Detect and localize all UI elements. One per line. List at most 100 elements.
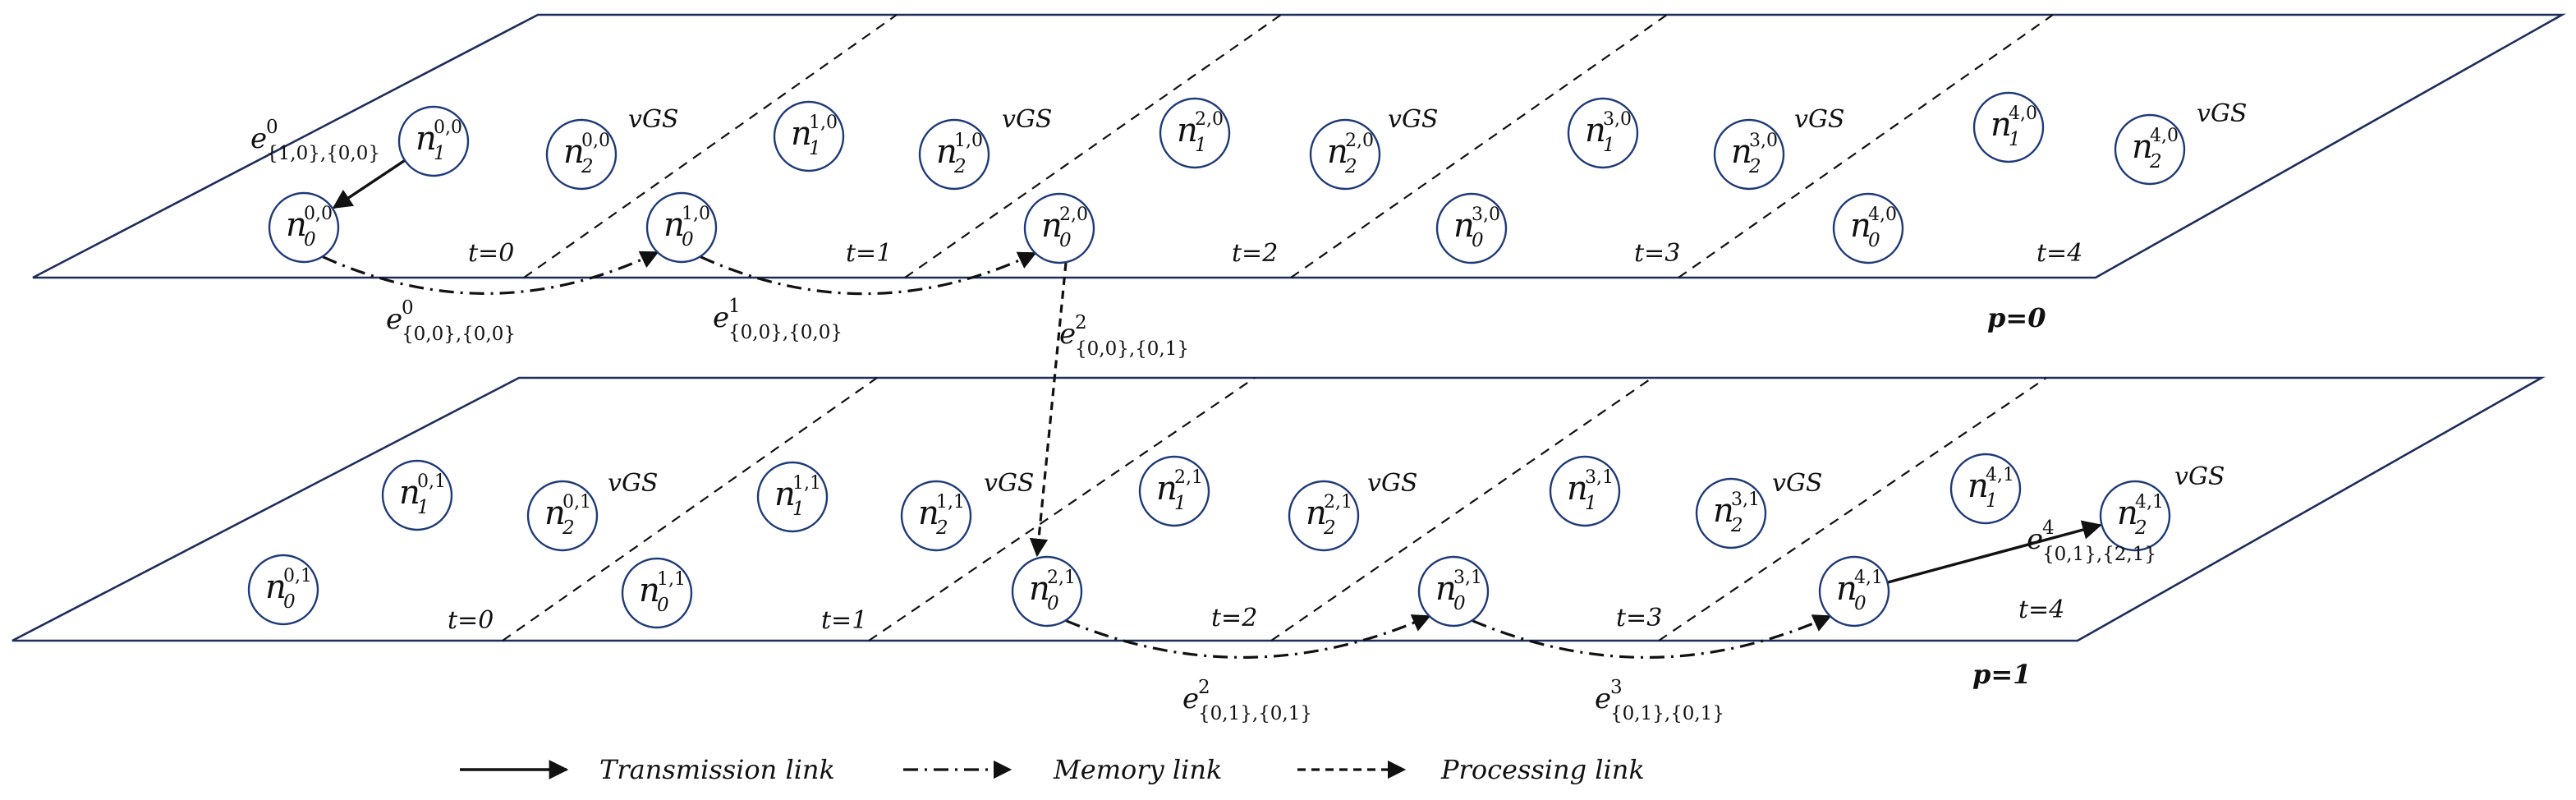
time-slot-label: t=4 (2036, 239, 2082, 268)
edge-label: e3{0,1},{0,1} (1595, 677, 1724, 724)
plane-outline (32, 13, 2566, 279)
node-variable: n (1567, 470, 1588, 508)
node-subscript: 1 (792, 499, 805, 520)
graph-node: n11,0 (773, 100, 845, 172)
node-variable: n (416, 120, 437, 158)
legend-item-memory: Memory link (903, 754, 1222, 785)
node-subscript: 0 (682, 229, 694, 251)
graph-node: n02,1 (1011, 555, 1083, 628)
node-superscript: 2,0 (1059, 205, 1088, 225)
node-subscript: 1 (1603, 135, 1615, 156)
node-superscript: 3,1 (1585, 467, 1614, 488)
node-circle (1695, 477, 1767, 549)
node-circle (2099, 480, 2171, 552)
edge-variable: e (386, 303, 402, 336)
processing-link (1029, 262, 1068, 558)
node-superscript: 0,1 (283, 566, 312, 586)
node-superscript: 0,1 (562, 492, 591, 513)
edge-variable: e (1059, 318, 1076, 351)
node-superscript: 3,0 (1749, 131, 1778, 151)
memory-link (1472, 614, 1832, 659)
node-superscript: 4,1 (1986, 465, 2014, 485)
node-superscript: 4,1 (1854, 568, 1883, 588)
edge-subscript: {0,0},{0,0} (728, 322, 843, 343)
graph-node: n23,1 (1695, 477, 1767, 549)
plane-outline (11, 376, 2546, 642)
transmission-link (332, 159, 406, 209)
graph-node: n20,1 (526, 480, 599, 552)
node-superscript: 3,0 (1603, 109, 1632, 130)
node-variable: n (1731, 133, 1752, 171)
vgs-label: vGS (1367, 469, 1417, 498)
node-subscript: 2 (1748, 156, 1761, 177)
vgs-label: vGS (608, 469, 658, 498)
node-superscript: 2,0 (1195, 109, 1224, 130)
time-slot-divider (1658, 377, 2047, 641)
graph-node: n13,0 (1567, 97, 1639, 169)
node-subscript: 2 (2149, 151, 2162, 172)
node-circle (381, 459, 453, 531)
edge-superscript: 2 (1198, 677, 1210, 698)
node-variable: n (1836, 570, 1857, 608)
node-variable: n (2132, 128, 2153, 166)
time-slot-label: t=4 (2018, 595, 2064, 624)
node-circle (1159, 97, 1231, 169)
edge-variable: e (1182, 683, 1199, 715)
node-circle (1972, 91, 2045, 163)
time-slot-label: t=0 (448, 606, 494, 635)
time-slot-divider (1270, 377, 1653, 641)
node-subscript: 1 (1986, 490, 1998, 512)
node-circle (918, 118, 990, 191)
node-subscript: 1 (1195, 135, 1207, 156)
node-variable: n (1156, 470, 1178, 508)
node-circle (645, 191, 718, 264)
node-variable: n (1029, 570, 1050, 608)
time-slot-label: t=0 (468, 239, 514, 268)
node-circle (756, 461, 829, 533)
edge-label: e2{0,0},{0,1} (1059, 312, 1189, 360)
edge-label: e0{0,0},{0,0} (386, 297, 516, 345)
node-subscript: 0 (304, 229, 316, 251)
node-superscript: 3,1 (1731, 490, 1760, 510)
node-superscript: 1,1 (792, 473, 821, 494)
vgs-label: vGS (1772, 469, 1822, 498)
node-subscript: 0 (1854, 593, 1867, 614)
time-slot-divider (523, 14, 898, 278)
node-circle (1713, 118, 1785, 191)
graph-node: n2 3,0 (1713, 118, 1785, 191)
node-variable: n (639, 572, 660, 609)
node-superscript: 0,0 (434, 117, 462, 138)
node-circle (900, 480, 972, 552)
node-circle (1138, 455, 1210, 527)
node-subscript: 1 (417, 497, 429, 518)
node-circle (1949, 453, 2022, 525)
graph-node: n22,0 (1309, 118, 1381, 191)
edge-label: e2 {0,1},{0,1} (1182, 677, 1312, 724)
node-variable: n (918, 494, 939, 532)
vgs-label: vGS (1794, 105, 1844, 134)
edge-subscript: {0,1},{0,1} (1610, 703, 1724, 724)
graph-node: n20,0 (545, 118, 618, 191)
legend-item-transmission: Transmission link (460, 754, 835, 785)
node-circle (773, 100, 845, 172)
edge-subscript: {0,1},{0,1} (1198, 703, 1312, 724)
node-subscript: 2 (1344, 156, 1357, 177)
graph-node: n03,1 (1417, 555, 1490, 628)
graph-node: n00,0 (268, 191, 340, 264)
legend-label: Transmission link (599, 754, 835, 785)
node-superscript: 3,1 (1453, 568, 1482, 588)
edge-superscript: 4 (2042, 517, 2055, 539)
node-circle (1549, 455, 1621, 527)
graph-node: n00,1 (247, 554, 319, 626)
node-superscript: 2,0 (1345, 131, 1374, 151)
node-superscript: 2,1 (1047, 568, 1076, 588)
node-superscript: 1,1 (936, 492, 965, 513)
node-superscript: 1,0 (682, 204, 710, 224)
node-circle (397, 105, 470, 177)
time-slot-label: t=2 (1232, 239, 1278, 268)
graph-node: n14,1 (1949, 453, 2022, 525)
edge-superscript: 2 (1075, 312, 1087, 333)
graph-node: n21,0 (918, 118, 990, 191)
node-variable: n (1850, 207, 1871, 245)
